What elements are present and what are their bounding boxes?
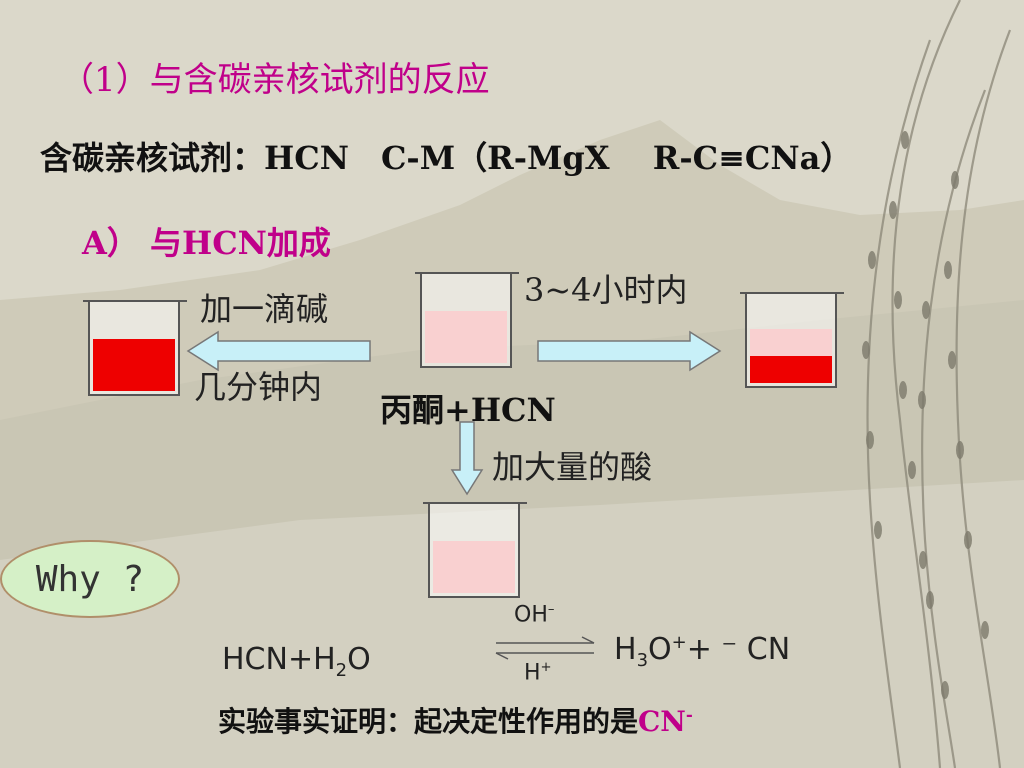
subsection-title: A） 与HCN加成 <box>82 224 331 262</box>
eq-rest: + ⁻ CN <box>686 632 791 667</box>
equation-left: HCN+H2O <box>222 642 371 681</box>
mixture-label: 丙酮+HCN <box>380 391 556 429</box>
cond-oh-sup: – <box>547 602 555 617</box>
right-beaker <box>740 292 844 388</box>
equation-right: H3O++ ⁻ CN <box>614 632 790 671</box>
condition-top: OH– <box>514 602 554 627</box>
conclusion-cn-sup: - <box>685 704 693 725</box>
right-beaker-red-layer <box>750 356 832 383</box>
right-beaker-pink-layer <box>750 329 832 356</box>
acid-label: 加大量的酸 <box>492 448 653 486</box>
bottom-beaker <box>423 502 527 598</box>
eq-o: O <box>347 642 371 677</box>
equilibrium-arrows-icon <box>495 636 595 660</box>
left-arrow <box>186 330 371 372</box>
eq-o-right: O <box>648 632 672 667</box>
eq-hcn-h: HCN+H <box>222 642 336 677</box>
condition-bottom: H+ <box>524 660 552 685</box>
bottom-beaker-fill <box>433 541 515 593</box>
minutes-label: 几分钟内 <box>194 368 323 406</box>
eq-sub-2: 2 <box>335 660 348 681</box>
hours-label: 3~4小时内 <box>524 271 688 309</box>
cond-oh: OH <box>514 602 548 628</box>
down-arrow <box>450 421 484 496</box>
slide-title: （1）与含碳亲核试剂的反应 <box>60 60 490 100</box>
conclusion-text: 实验事实证明：起决定性作用的是 <box>218 705 639 738</box>
eq-h: H <box>614 632 637 667</box>
reagents-line: 含碳亲核试剂：HCN C-M（R-MgX R-C≡CNa） <box>40 139 853 177</box>
center-beaker-fill <box>425 311 507 363</box>
conclusion-line: 实验事实证明：起决定性作用的是CN- <box>218 700 693 740</box>
right-arrow <box>537 330 722 372</box>
eq-sub-3: 3 <box>636 650 649 671</box>
base-drop-label: 加一滴碱 <box>200 290 329 328</box>
center-beaker <box>415 272 519 368</box>
left-beaker <box>83 300 187 396</box>
why-bubble: Why ? <box>0 540 180 618</box>
left-beaker-fill <box>93 339 175 391</box>
cond-h: H <box>524 660 541 686</box>
eq-plus-sup: + <box>671 632 687 653</box>
conclusion-cn: CN <box>638 705 686 738</box>
cond-h-sup: + <box>540 660 552 675</box>
